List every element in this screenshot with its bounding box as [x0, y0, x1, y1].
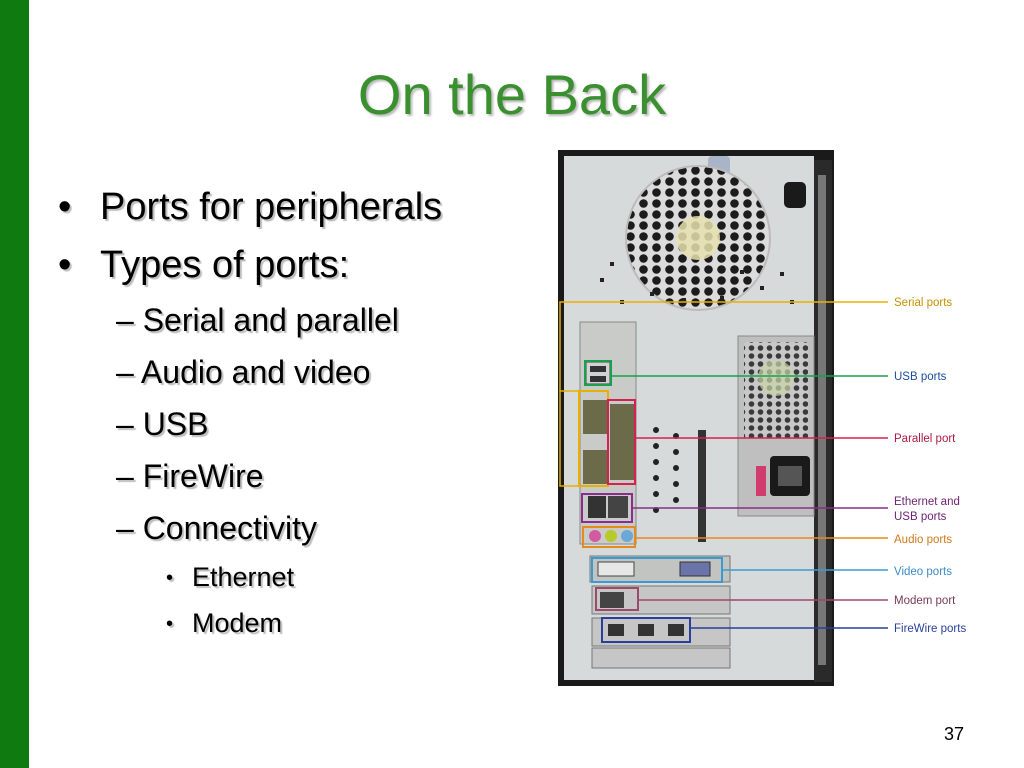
sub-bullet-item: – FireWire: [116, 458, 264, 494]
computer-back-figure: Serial ports USB ports Parallel port Eth…: [558, 150, 966, 686]
sub-sub-bullet-text: Modem: [192, 608, 283, 638]
sub-sub-bullet-text: Ethernet: [192, 562, 295, 592]
slide-side-bar: [0, 0, 29, 768]
callout-serial-ports: Serial ports: [894, 297, 952, 309]
expansion-cards: [589, 555, 731, 669]
callout-ethernet-line2: USB ports: [894, 511, 947, 523]
bullet-item: •Ports for peripherals: [58, 186, 443, 228]
callout-ethernet-line1: Ethernet and: [894, 496, 960, 508]
sub-sub-bullet-item: •Modem: [166, 608, 283, 638]
slide-title: On the Back: [357, 63, 667, 126]
callout-video-ports: Video ports: [894, 566, 952, 578]
power-supply: [737, 335, 815, 517]
callout-firewire-ports: FireWire ports: [894, 623, 966, 635]
sub-bullet-text: FireWire: [142, 458, 264, 494]
callout-modem-port: Modem port: [894, 595, 956, 607]
callout-usb-ports: USB ports: [894, 371, 947, 383]
sub-bullet-item: – USB: [116, 406, 209, 442]
sub-bullet-text: Serial and parallel: [142, 302, 399, 338]
bullet-text: Types of ports:: [100, 244, 350, 286]
bullet-list: •Ports for peripherals •Types of ports: …: [58, 186, 528, 654]
callout-audio-ports: Audio ports: [894, 534, 952, 546]
sub-bullet-text: USB: [142, 406, 209, 442]
sub-bullet-text: Connectivity: [142, 510, 317, 546]
sub-sub-bullet-item: •Ethernet: [166, 562, 295, 592]
sub-bullet-item: – Connectivity: [116, 510, 317, 546]
bullet-item: •Types of ports:: [58, 244, 350, 286]
sub-bullet-item: – Audio and video: [116, 354, 371, 390]
sub-bullet-item: – Serial and parallel: [116, 302, 399, 338]
page-number: 37: [943, 724, 964, 744]
bullet-text: Ports for peripherals: [100, 186, 443, 228]
sub-bullet-text: Audio and video: [140, 354, 371, 390]
callout-parallel-port: Parallel port: [894, 433, 956, 445]
fan-vent: [625, 165, 806, 311]
callout-lines: [559, 301, 888, 629]
